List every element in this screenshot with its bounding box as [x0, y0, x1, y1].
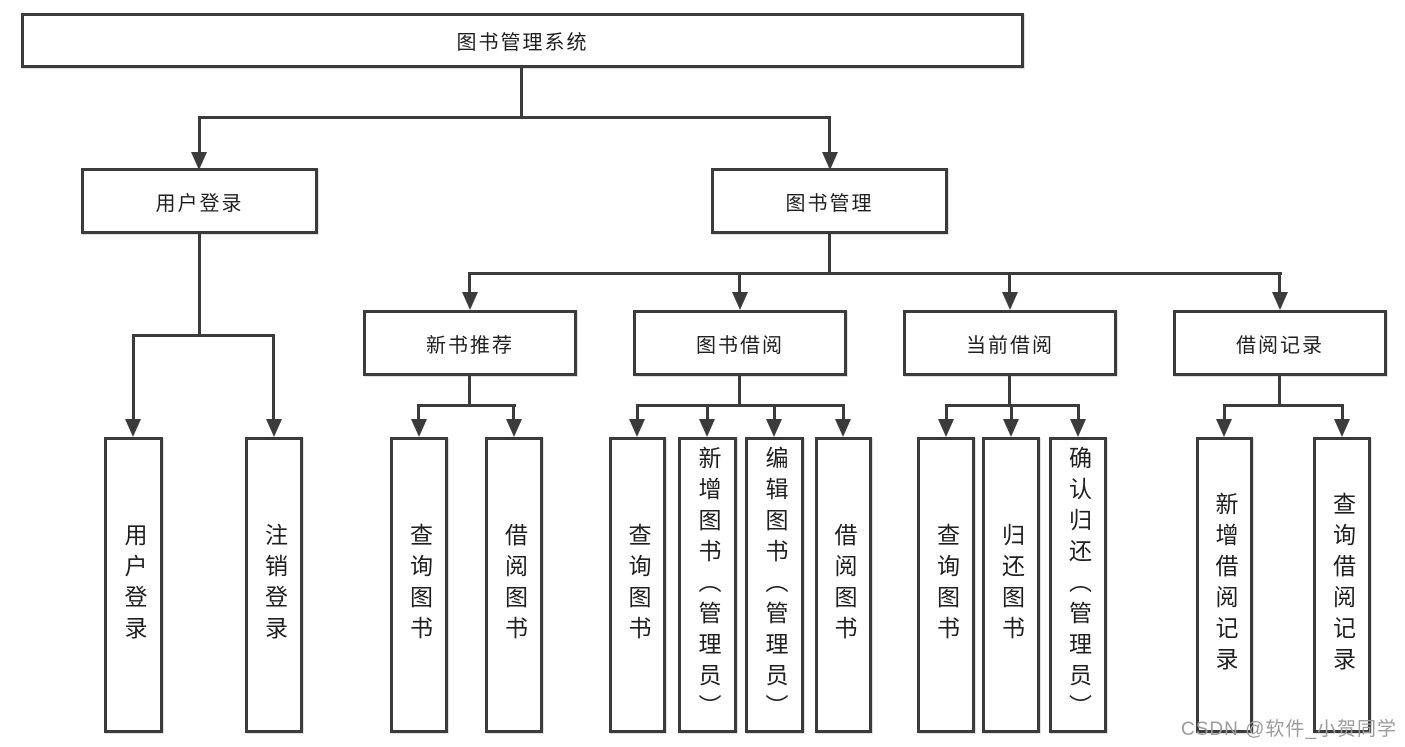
node-book-borrowing: 图书借阅 [633, 310, 847, 376]
connector-line [198, 116, 831, 119]
leaf-return-books: 归还图书 [982, 437, 1040, 733]
node-current-borrowing: 当前借阅 [903, 310, 1117, 376]
leaf-add-borrow-record-label: 新增借阅记录 [1212, 492, 1238, 678]
arrow-down-icon [1002, 292, 1018, 310]
leaf-recommend-query-books: 查询图书 [390, 437, 448, 733]
node-root-label: 图书管理系统 [456, 32, 589, 54]
connector-line [418, 404, 516, 407]
connector-line [198, 116, 201, 158]
leaf-user-login-label: 用户登录 [121, 523, 147, 647]
leaf-recommend-borrow-books: 借阅图书 [485, 437, 543, 733]
connector-line [1278, 376, 1281, 406]
arrow-down-icon [1003, 419, 1019, 437]
connector-line [469, 272, 1282, 275]
connector-line [1008, 376, 1011, 406]
connector-line [636, 404, 845, 407]
connector-line [468, 376, 471, 406]
arrow-down-icon [732, 292, 748, 310]
leaf-edit-books-admin: 编辑图书（管理员） [745, 437, 804, 733]
connector-line [417, 404, 420, 422]
leaf-confirm-return-admin: 确认归还（管理员） [1049, 437, 1107, 733]
connector-line [1010, 404, 1013, 422]
leaf-borrowing-borrow-books-label: 借阅图书 [831, 523, 857, 647]
connector-line [828, 116, 831, 158]
leaf-query-borrow-record: 查询借阅记录 [1313, 437, 1371, 733]
arrow-down-icon [462, 292, 478, 310]
node-user-login: 用户登录 [81, 168, 318, 234]
leaf-edit-books-admin-label: 编辑图书（管理员） [762, 445, 788, 725]
connector-line [1223, 404, 1226, 422]
arrow-down-icon [1334, 419, 1350, 437]
connector-line [512, 404, 515, 422]
arrow-down-icon [191, 152, 207, 170]
arrow-down-icon [938, 419, 954, 437]
connector-line [636, 404, 639, 422]
arrow-down-icon [1216, 419, 1232, 437]
leaf-confirm-return-admin-label: 确认归还（管理员） [1065, 445, 1092, 725]
arrow-down-icon [835, 419, 851, 437]
node-borrowing-records-label: 借阅记录 [1236, 334, 1324, 357]
connector-line [842, 404, 845, 422]
connector-line [1278, 272, 1281, 294]
connector-line [945, 404, 948, 422]
connector-line [1077, 404, 1080, 422]
connector-line [1008, 272, 1011, 294]
leaf-return-books-label: 归还图书 [998, 523, 1025, 647]
leaf-add-books-admin-label: 新增图书（管理员） [695, 445, 721, 725]
node-book-management: 图书管理 [711, 168, 948, 234]
node-user-login-label: 用户登录 [155, 192, 244, 215]
connector-line [1341, 404, 1344, 422]
connector-line [738, 272, 741, 294]
node-current-borrowing-label: 当前借阅 [966, 334, 1054, 357]
leaf-current-query-books: 查询图书 [917, 437, 975, 733]
leaf-recommend-query-books-label: 查询图书 [406, 523, 433, 647]
connector-line [738, 376, 741, 406]
arrow-down-icon [411, 419, 427, 437]
arrow-down-icon [1272, 292, 1288, 310]
node-book-management-label: 图书管理 [785, 192, 874, 215]
arrow-down-icon [822, 152, 838, 170]
leaf-query-borrow-record-label: 查询借阅记录 [1329, 492, 1356, 678]
leaf-add-borrow-record: 新增借阅记录 [1196, 437, 1253, 733]
arrow-down-icon [766, 419, 782, 437]
node-new-book-recommend: 新书推荐 [363, 310, 577, 376]
leaf-user-login: 用户登录 [104, 437, 163, 733]
node-book-borrowing-label: 图书借阅 [696, 334, 784, 357]
connector-line [773, 404, 776, 422]
leaf-logout-label: 注销登录 [261, 523, 288, 647]
leaf-recommend-borrow-books-label: 借阅图书 [501, 523, 528, 647]
leaf-borrowing-query-books: 查询图书 [609, 437, 666, 733]
arrow-down-icon [699, 419, 715, 437]
connector-line [198, 234, 201, 336]
arrow-down-icon [1070, 419, 1086, 437]
csdn-watermark: CSDN @软件_小贺同学 [1181, 719, 1397, 740]
leaf-add-books-admin: 新增图书（管理员） [678, 437, 737, 733]
arrow-down-icon [629, 419, 645, 437]
arrow-down-icon [125, 419, 141, 437]
connector-line [132, 334, 135, 422]
connector-line [706, 404, 709, 422]
leaf-borrowing-query-books-label: 查询图书 [625, 523, 651, 647]
connector-line [468, 272, 471, 294]
connector-line [272, 334, 275, 422]
node-borrowing-records: 借阅记录 [1173, 310, 1387, 376]
leaf-logout: 注销登录 [245, 437, 303, 733]
node-root: 图书管理系统 [21, 13, 1024, 68]
node-new-book-recommend-label: 新书推荐 [426, 334, 514, 357]
leaf-borrowing-borrow-books: 借阅图书 [815, 437, 872, 733]
leaf-current-query-books-label: 查询图书 [933, 523, 960, 647]
arrow-down-icon [266, 419, 282, 437]
arrow-down-icon [506, 419, 522, 437]
connector-line [828, 234, 831, 275]
connector-line [132, 334, 275, 337]
connector-line [520, 68, 523, 118]
connector-line [1223, 404, 1344, 407]
